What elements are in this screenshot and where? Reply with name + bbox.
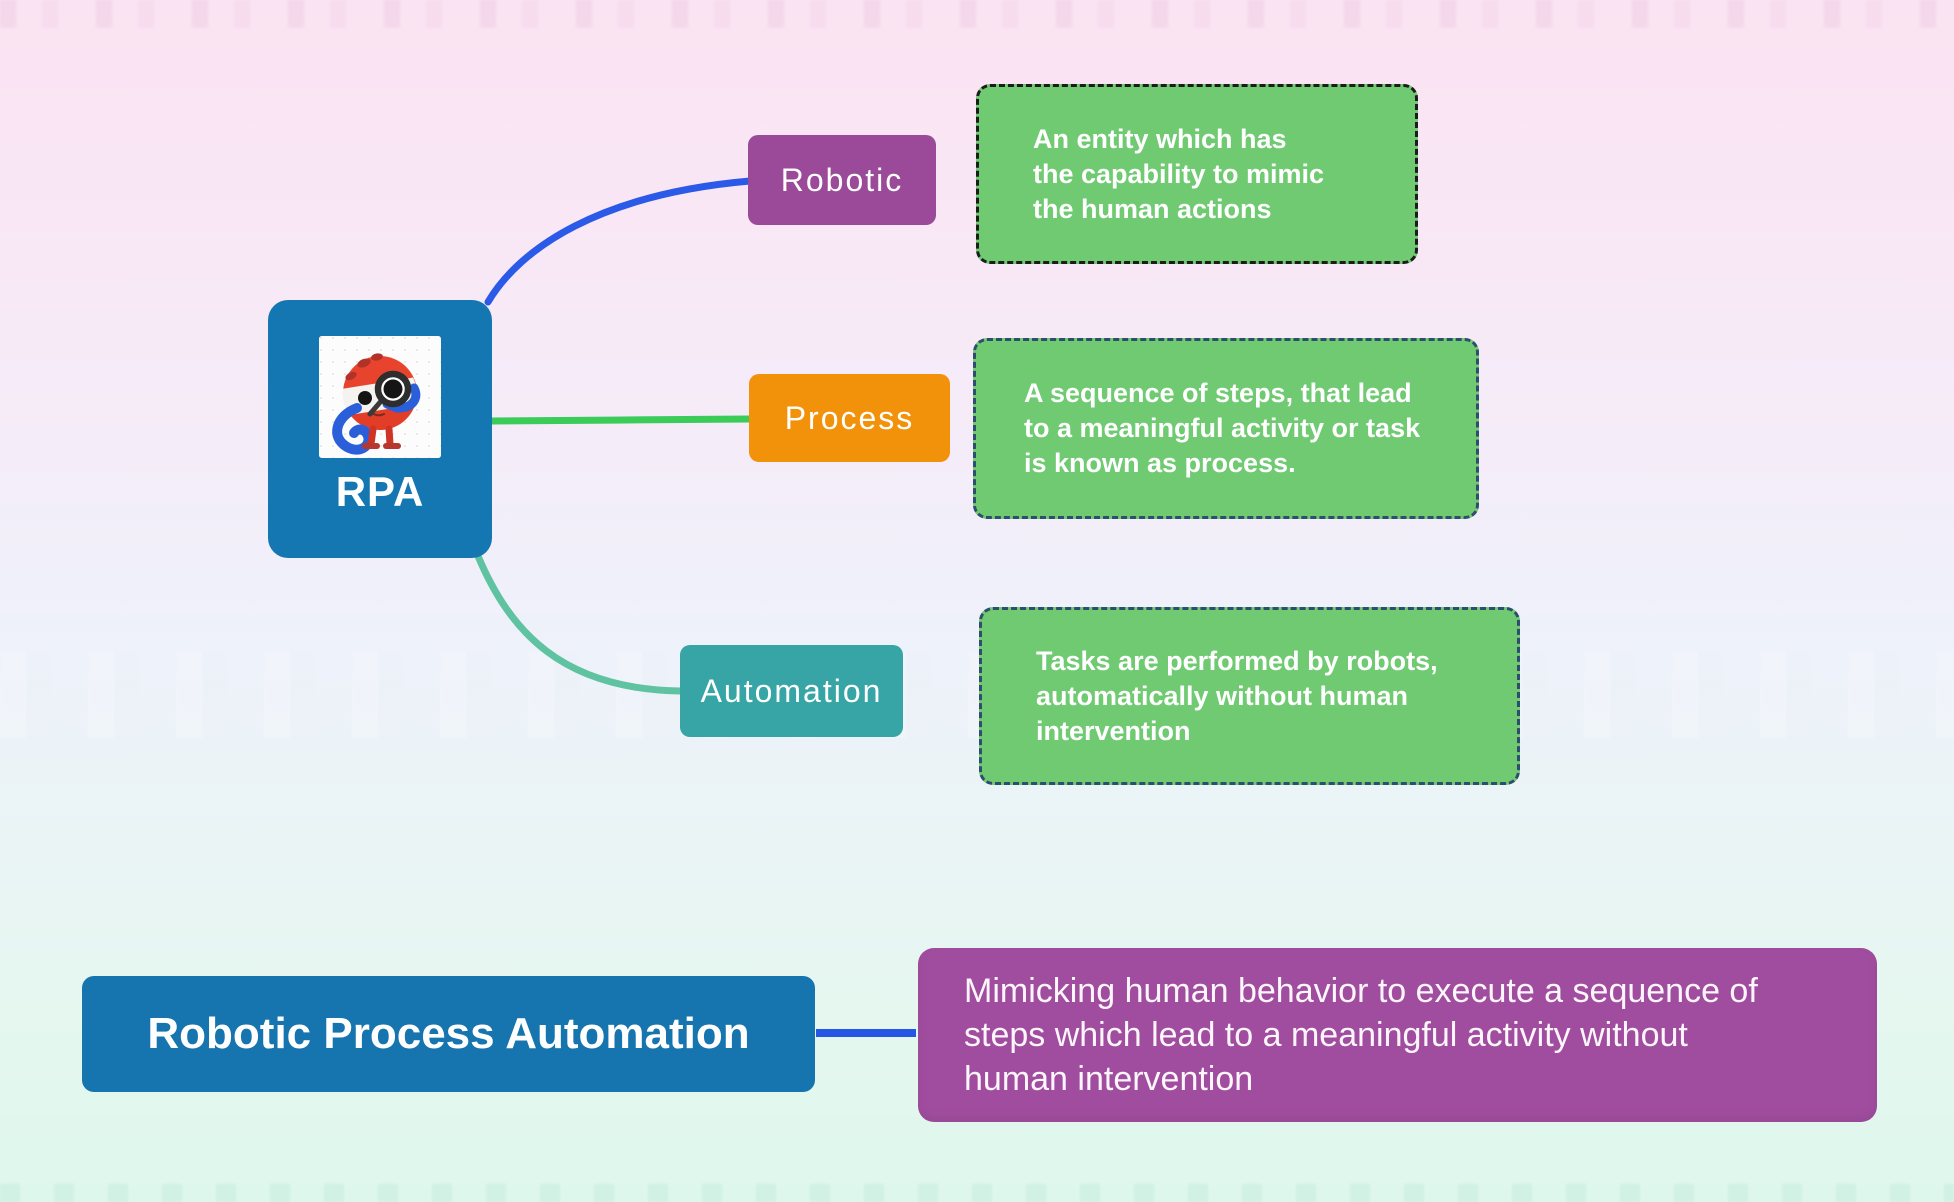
- branch-node-process[interactable]: Process: [749, 374, 950, 462]
- branch-node-label: Process: [784, 399, 915, 436]
- summary-description-text: Mimicking human behavior to execute a se…: [964, 972, 1758, 1098]
- summary-title-box[interactable]: Robotic Process Automation: [82, 976, 815, 1092]
- description-box-robotic[interactable]: An entity which has the capability to mi…: [976, 84, 1418, 264]
- connector-automation-curve: [474, 552, 684, 695]
- description-box-process[interactable]: A sequence of steps, that lead to a mean…: [973, 338, 1479, 519]
- branch-node-label: Automation: [700, 672, 883, 709]
- branch-node-robotic[interactable]: Robotic: [748, 135, 936, 225]
- rpa-robot-magnifier-icon: [319, 336, 441, 458]
- description-text: A sequence of steps, that lead to a mean…: [1024, 378, 1421, 478]
- summary-title-text: Robotic Process Automation: [147, 1009, 750, 1058]
- connector-process-curve: [488, 415, 753, 425]
- branch-node-automation[interactable]: Automation: [680, 645, 903, 737]
- root-node-label: RPA: [335, 468, 425, 515]
- root-node-rpa[interactable]: RPA: [268, 300, 492, 558]
- description-text: Tasks are performed by robots, automatic…: [1036, 645, 1438, 746]
- branch-node-label: Robotic: [780, 161, 904, 198]
- connector-robotic-curve: [484, 177, 754, 306]
- summary-description-box[interactable]: Mimicking human behavior to execute a se…: [918, 948, 1877, 1122]
- description-box-automation[interactable]: Tasks are performed by robots, automatic…: [979, 607, 1520, 785]
- description-text: An entity which has the capability to mi…: [1033, 123, 1325, 224]
